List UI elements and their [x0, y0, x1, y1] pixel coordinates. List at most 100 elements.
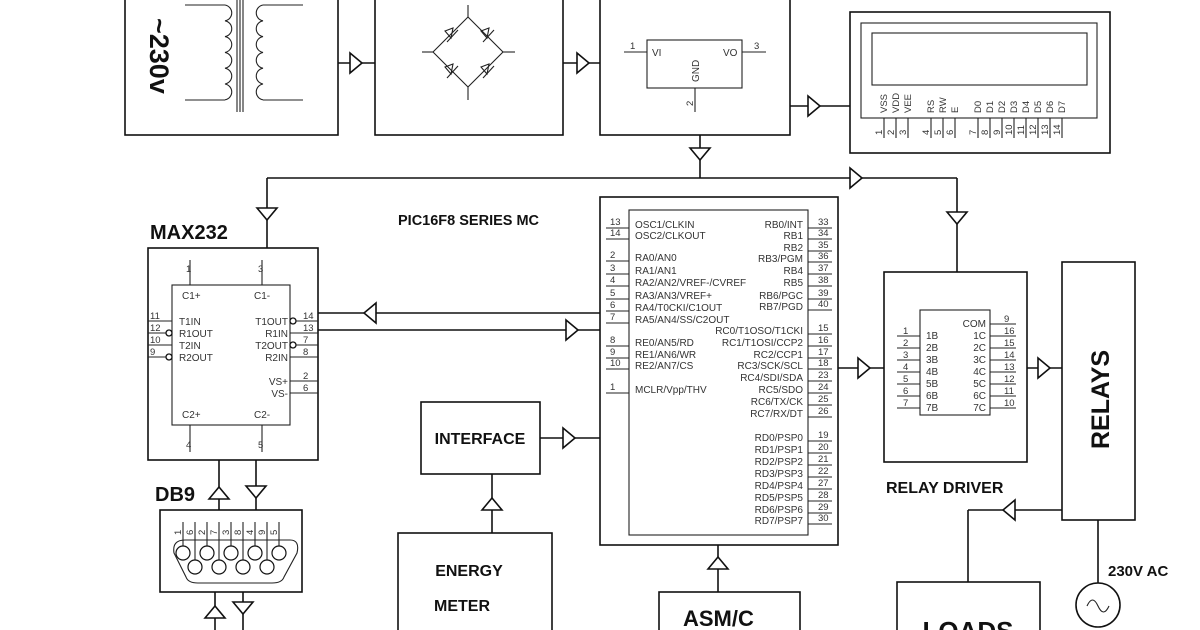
lcd-frame — [860, 22, 1098, 119]
pic-pin-label: RC3/SCK/SCL — [737, 361, 803, 372]
pic-pin-label: RC7/RX/DT — [750, 409, 803, 420]
arrow-icon — [480, 496, 504, 511]
lcd-pin-label: D4 — [1021, 101, 1032, 113]
pin-number: 9 — [150, 347, 155, 358]
relay-driver-pin-label: 6C — [973, 391, 986, 402]
diode-bar — [482, 29, 495, 43]
pin-number: 35 — [818, 240, 829, 251]
pin-number: 4 — [186, 440, 191, 451]
pic-pin-label: RD3/PSP3 — [755, 469, 804, 480]
relay-driver-pin-label: 3B — [926, 355, 939, 366]
pin-number: 9 — [610, 347, 615, 358]
pin-number: 23 — [818, 370, 829, 381]
arrow-icon — [207, 485, 231, 500]
pic-pin-label: RC5/SDO — [759, 385, 804, 396]
pin-number: 22 — [818, 466, 829, 477]
max232-pin-label: T2OUT — [255, 341, 288, 352]
pin-number: 2 — [903, 338, 908, 349]
pic-pin-label: RD1/PSP1 — [755, 445, 804, 456]
db9-pin-number: 9 — [257, 530, 268, 535]
pic-pin-label: RD5/PSP5 — [755, 493, 804, 504]
max232-pin-label: C2- — [254, 410, 270, 421]
pin-number: 3 — [258, 264, 263, 275]
interface-label: INTERFACE — [435, 431, 526, 448]
pin-number: 10 — [610, 358, 621, 369]
arrow-icon — [688, 147, 712, 162]
db9-pin-socket — [259, 559, 275, 575]
max232-pin-label: R2OUT — [179, 353, 213, 364]
max232-pin-label: T1OUT — [255, 317, 288, 328]
pin-number: 34 — [818, 228, 829, 239]
energy-meter-label: ENERGY — [435, 563, 503, 580]
diode-icon — [444, 27, 454, 40]
pin-number: 29 — [818, 502, 829, 513]
pin-number: 38 — [818, 275, 829, 286]
pic-pin-label: RB0/INT — [765, 220, 803, 231]
pin-number: 28 — [818, 490, 829, 501]
pin-number: 1 — [630, 41, 635, 52]
energy-meter-block — [397, 532, 553, 630]
max232-pin-label: C1+ — [182, 291, 201, 302]
pin-number: 7 — [610, 312, 615, 323]
lcd-pin-number: 14 — [1052, 124, 1063, 135]
pic-pin-label: RD6/PSP6 — [755, 505, 804, 516]
db9-pin-socket — [175, 545, 191, 561]
pin-number: 26 — [818, 406, 829, 417]
max232-title: MAX232 — [150, 222, 228, 244]
pin-number: 8 — [610, 335, 615, 346]
arrow-icon — [231, 601, 255, 616]
pin-number: 10 — [1004, 398, 1015, 409]
regulator-gnd: GND — [691, 60, 702, 82]
relay-driver-pin-label: 5B — [926, 379, 939, 390]
arrow-icon — [849, 166, 864, 190]
pin-number: 14 — [303, 311, 314, 322]
regulator-vi: VI — [652, 48, 661, 59]
pin-number: 16 — [818, 335, 829, 346]
lcd-pin-label: D5 — [1033, 101, 1044, 113]
pic-pin-label: RB2 — [784, 243, 804, 254]
loads-label: LOADS — [923, 616, 1014, 630]
lcd-pin-number: 12 — [1028, 124, 1039, 135]
diode-icon — [480, 63, 490, 76]
pin-number: 21 — [818, 454, 829, 465]
max232-block — [147, 247, 319, 461]
pin-number: 9 — [1004, 314, 1009, 325]
pic-pin-label: RE0/AN5/RD — [635, 338, 694, 349]
db9-pin-socket — [211, 559, 227, 575]
inverter-bubble — [289, 341, 297, 349]
relays-label: RELAYS — [1087, 350, 1115, 449]
lcd-pin-label: D7 — [1057, 101, 1068, 113]
pin-number: 3 — [903, 350, 908, 361]
pin-number: 17 — [818, 347, 829, 358]
diode-icon — [444, 63, 454, 76]
pin-number: 4 — [610, 275, 615, 286]
pin-number: 7 — [303, 335, 308, 346]
pic-pin-label: RB1 — [784, 231, 804, 242]
db9-pin-number: 1 — [173, 530, 184, 535]
pin-number: 39 — [818, 288, 829, 299]
pin-number: 36 — [818, 251, 829, 262]
db9-pin-socket — [199, 545, 215, 561]
relay-driver-pin-label: 1B — [926, 331, 939, 342]
pin-number: 30 — [818, 513, 829, 524]
relay-driver-pin-label: 2C — [973, 343, 986, 354]
relay-driver-pin-label: COM — [963, 319, 986, 330]
db9-pin-socket — [271, 545, 287, 561]
pin-number: 2 — [610, 250, 615, 261]
pic-pin-label: RA0/AN0 — [635, 253, 677, 264]
pic-ic — [628, 209, 809, 536]
arrow-icon — [562, 426, 577, 450]
inverter-bubble — [165, 329, 173, 337]
inverter-bubble — [165, 353, 173, 361]
pic-pin-label: RA1/AN1 — [635, 266, 677, 277]
pic-pin-label: RD7/PSP7 — [755, 516, 804, 527]
pin-number: 18 — [818, 358, 829, 369]
pic-pin-label: RC0/T1OSO/T1CKI — [715, 326, 803, 337]
db9-pin-number: 2 — [197, 530, 208, 535]
pic-pin-label: RC4/SDI/SDA — [740, 373, 803, 384]
pic-pin-label: RE1/AN6/WR — [635, 350, 696, 361]
pic-pin-label: RD2/PSP2 — [755, 457, 804, 468]
pin-number: 20 — [818, 442, 829, 453]
pin-number: 10 — [150, 335, 161, 346]
pin-number: 37 — [818, 263, 829, 274]
